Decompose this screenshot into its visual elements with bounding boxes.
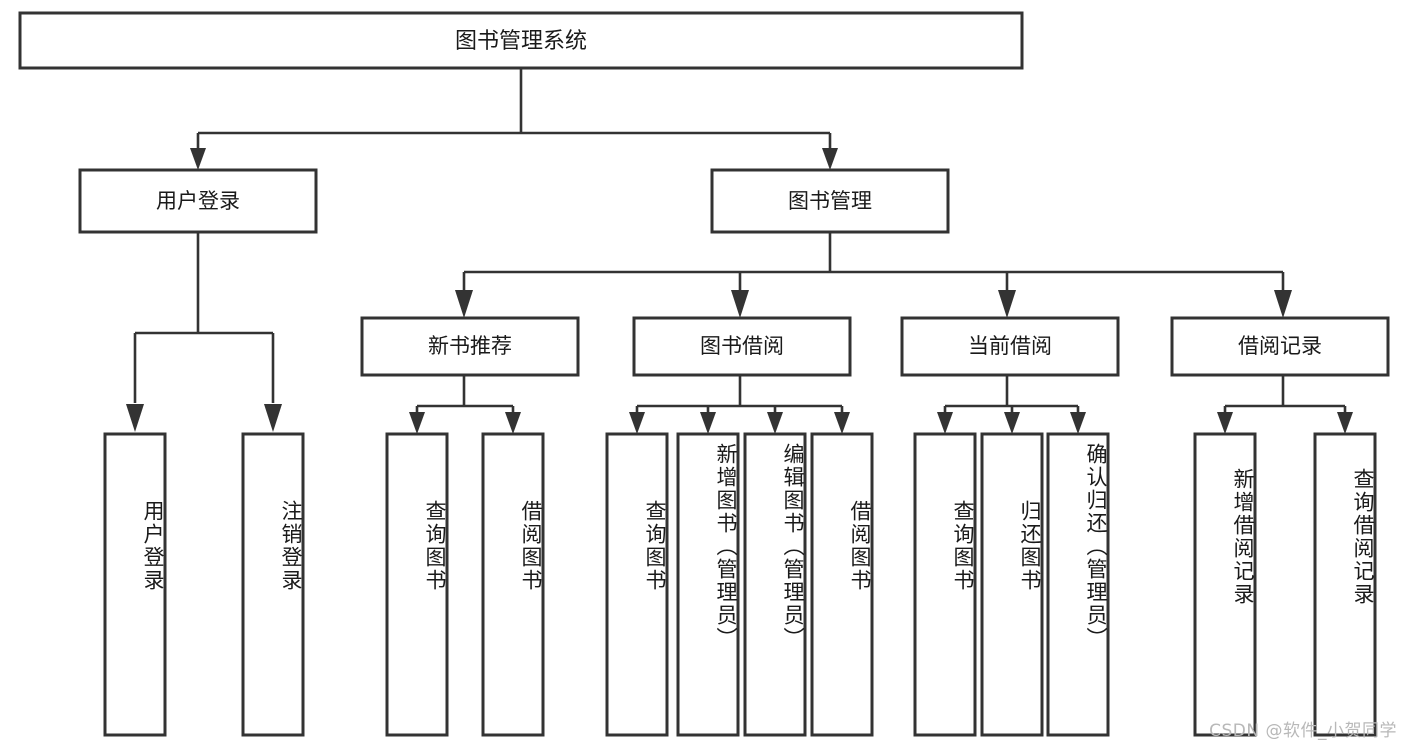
node-new-book-recommend[interactable] <box>360 316 580 377</box>
node-current-borrow-label: 当前借阅 <box>968 334 1052 358</box>
arrow-to-leaf-user-login <box>126 404 144 432</box>
node-leaf-query-book-2[interactable] <box>605 432 669 737</box>
node-book-borrow-label: 图书借阅 <box>700 334 784 358</box>
node-root-label: 图书管理系统 <box>455 29 587 54</box>
node-leaf-borrow-book-2[interactable] <box>810 432 874 737</box>
arrow-to-leaf-return-book <box>1004 412 1020 434</box>
node-borrow-record-label: 借阅记录 <box>1238 334 1322 358</box>
arrow-to-leaf-query-book-3 <box>937 412 953 434</box>
arrow-to-leaf-add-book <box>700 412 716 434</box>
arrow-to-user-login <box>190 148 206 170</box>
node-user-login[interactable] <box>78 168 318 234</box>
arrow-to-leaf-borrow-book-2 <box>834 412 850 434</box>
arrow-to-borrow-record <box>1274 290 1292 318</box>
arrow-to-new-book-recommend <box>455 290 473 318</box>
arrow-to-leaf-add-record <box>1217 412 1233 434</box>
node-new-book-recommend-label: 新书推荐 <box>428 334 512 358</box>
node-root[interactable] <box>18 11 1024 70</box>
arrow-to-leaf-query-book-2 <box>629 412 645 434</box>
node-leaf-confirm-return[interactable] <box>1046 432 1110 737</box>
node-user-login-label: 用户登录 <box>156 189 240 213</box>
node-leaf-query-record[interactable] <box>1313 432 1377 737</box>
node-leaf-query-book-3[interactable] <box>913 432 977 737</box>
arrow-to-leaf-edit-book <box>767 412 783 434</box>
arrow-to-book-manage <box>822 148 838 170</box>
node-book-manage-label: 图书管理 <box>788 189 872 213</box>
arrow-to-book-borrow <box>731 290 749 318</box>
node-leaf-query-book-1[interactable] <box>385 432 449 737</box>
arrow-to-leaf-borrow-book-1 <box>505 412 521 434</box>
node-current-borrow[interactable] <box>900 316 1120 377</box>
node-borrow-record[interactable] <box>1170 316 1390 377</box>
node-book-manage[interactable] <box>710 168 950 234</box>
edges-layer <box>126 68 1353 434</box>
node-book-borrow[interactable] <box>632 316 852 377</box>
arrow-to-leaf-query-book-1 <box>409 412 425 434</box>
node-leaf-borrow-book-1[interactable] <box>481 432 545 737</box>
node-leaf-edit-book[interactable] <box>743 432 807 737</box>
node-leaf-return-book[interactable] <box>980 432 1044 737</box>
node-leaf-user-login[interactable] <box>103 432 167 737</box>
arrow-to-current-borrow <box>998 290 1016 318</box>
nodes-layer: 图书管理系统 用户登录 图书管理 新书推荐 图书借阅 当前借阅 借阅记录 <box>18 11 1390 737</box>
arrow-to-leaf-user-logout <box>264 404 282 432</box>
node-leaf-add-record[interactable] <box>1193 432 1257 737</box>
arrow-to-leaf-confirm-return <box>1070 412 1086 434</box>
node-leaf-add-book[interactable] <box>676 432 740 737</box>
node-leaf-user-logout[interactable] <box>241 432 305 737</box>
watermark-text: CSDN @软件_小贺同学 <box>1209 721 1397 741</box>
arrow-to-leaf-query-record <box>1337 412 1353 434</box>
